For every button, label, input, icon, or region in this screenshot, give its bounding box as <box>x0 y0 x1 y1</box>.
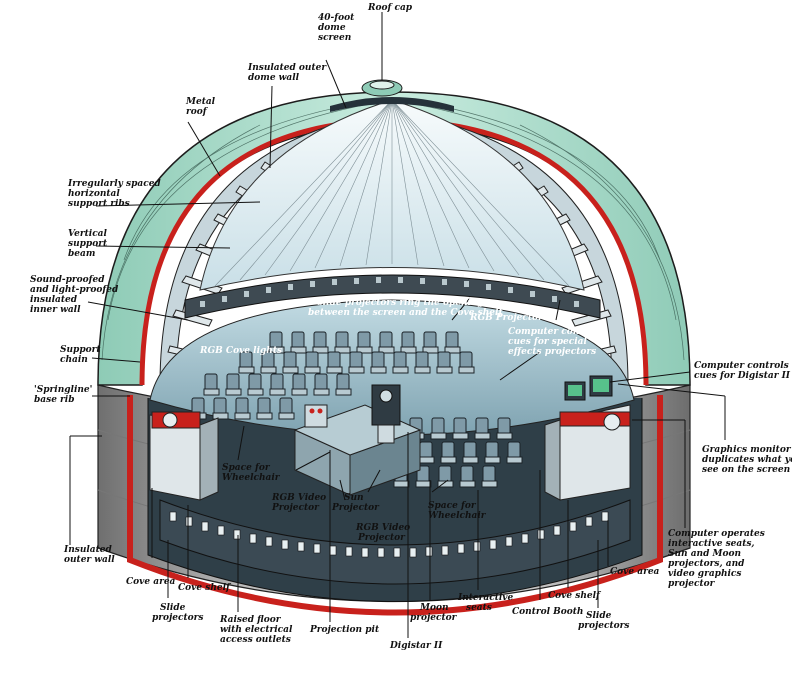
label-computer-controls-digistar: Computer controls cues for Digistar II <box>694 361 792 381</box>
seat <box>430 417 447 440</box>
roof-cap <box>361 79 403 97</box>
seat <box>334 331 351 354</box>
label-cove-shelf-right: Cove shelf <box>548 591 602 601</box>
seat <box>459 465 476 488</box>
label-slide-projectors-left: Slide projectors <box>152 603 203 623</box>
label-roof-cap: Roof cap <box>367 3 413 13</box>
interactive-seats <box>190 331 523 488</box>
seat <box>458 351 475 374</box>
seat <box>414 351 431 374</box>
seat <box>506 441 523 464</box>
label-dome-screen: 40-foot dome screen <box>318 13 357 43</box>
control-booth-left <box>149 411 219 501</box>
projection-pit <box>293 384 422 496</box>
label-rgb-video-projector-2: RGB Video Projector <box>355 523 413 543</box>
label-moon-projector: Moon projector <box>410 603 458 623</box>
seat <box>247 373 264 396</box>
label-cove-shelf-left: Cove shelf <box>178 583 232 593</box>
label-cove-area-right: Cove area <box>610 567 660 577</box>
seat <box>440 441 457 464</box>
label-horizontal-support-ribs: Irregularly spaced horizontal support ri… <box>67 179 164 209</box>
labels: Roof cap 40-foot dome screen Insulated o… <box>30 3 792 651</box>
leader-lines <box>69 12 726 638</box>
seat <box>370 351 387 374</box>
label-interactive-seats: Interactive seats <box>457 593 516 613</box>
seat <box>290 331 307 354</box>
seat <box>378 331 395 354</box>
label-cove-area-left: Cove area <box>126 577 176 587</box>
seat <box>422 331 439 354</box>
label-vertical-support-beam: Vertical support beam <box>68 229 110 259</box>
label-graphics-monitor: Graphics monitor duplicates what you see… <box>702 445 792 475</box>
label-computer-operates: Computer operates interactive seats, Sun… <box>668 529 768 589</box>
label-insulated-outer-dome-wall: Insulated outer dome wall <box>247 63 329 83</box>
label-slide-projectors-ring: 77 slide projectors ring the opening bet… <box>302 298 504 318</box>
label-control-booth: Control Booth <box>512 607 583 617</box>
seat <box>238 351 255 374</box>
seat <box>203 373 220 396</box>
seat <box>260 351 277 374</box>
label-rgb-projector: RGB Projector <box>469 313 544 323</box>
seat <box>304 351 321 374</box>
seat <box>481 465 498 488</box>
seat <box>418 441 435 464</box>
label-springline-base-rib: 'Springline' base rib <box>34 385 96 405</box>
seat <box>348 351 365 374</box>
seat <box>392 351 409 374</box>
seat <box>269 373 286 396</box>
seat <box>278 397 295 420</box>
seat <box>282 351 299 374</box>
dome-screen <box>199 97 585 291</box>
seat <box>234 397 251 420</box>
seat <box>313 373 330 396</box>
seat <box>436 351 453 374</box>
label-insulated-inner-wall: Sound-proofed and light-proofed insulate… <box>30 275 121 315</box>
label-support-chain: Support chain <box>60 345 104 365</box>
label-metal-roof: Metal roof <box>185 97 218 117</box>
label-rgb-video-projector-1: RGB Video Projector <box>271 493 329 513</box>
control-booth-right <box>544 375 631 501</box>
label-computer-controls-special: Computer controls cues for special effec… <box>508 327 606 357</box>
label-rgb-cove-lights: RGB Cove lights <box>199 346 282 356</box>
seat <box>312 331 329 354</box>
label-space-wheelchair-left: Space for Wheelchair <box>222 463 281 483</box>
seat <box>256 397 273 420</box>
label-raised-floor: Raised floor with electrical access outl… <box>219 615 296 645</box>
seat <box>212 397 229 420</box>
projector-slots <box>169 511 609 558</box>
seat <box>462 441 479 464</box>
seat <box>444 331 461 354</box>
seat <box>437 465 454 488</box>
label-slide-projectors-right: Slide projectors <box>578 611 629 631</box>
seat <box>335 373 352 396</box>
cove-ring <box>159 499 631 585</box>
seat <box>400 331 417 354</box>
seat <box>268 331 285 354</box>
label-sun-projector: Sun Projector <box>331 493 380 513</box>
label-space-wheelchair-right: Space for Wheelchair <box>428 501 487 521</box>
seat <box>484 441 501 464</box>
label-digistar: Digistar II <box>389 641 443 651</box>
label-insulated-outer-wall: Insulated outer wall <box>63 545 115 565</box>
seat <box>452 417 469 440</box>
seat <box>356 331 373 354</box>
seat <box>291 373 308 396</box>
slide-projector-ring <box>184 274 601 319</box>
seat <box>496 417 513 440</box>
label-projection-pit: Projection pit <box>309 625 380 635</box>
seat <box>326 351 343 374</box>
seat <box>225 373 242 396</box>
seat <box>474 417 491 440</box>
